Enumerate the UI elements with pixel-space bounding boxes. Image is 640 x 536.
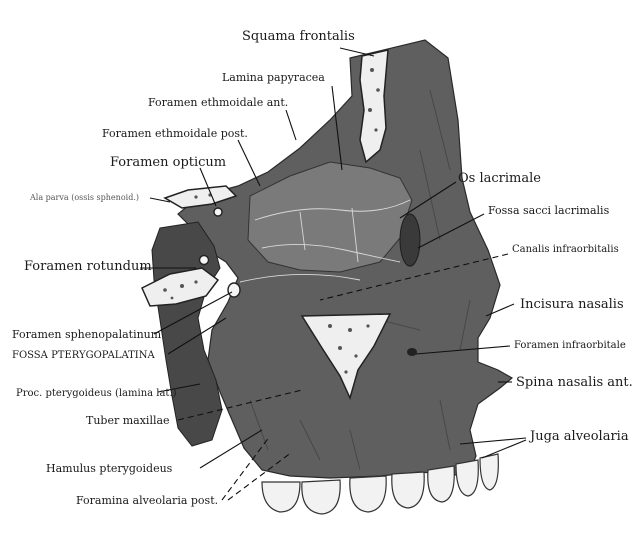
label-foramen-sphenopalatinum: Foramen sphenopalatinum (12, 328, 162, 341)
cut-squama-frontalis (359, 49, 389, 164)
label-hamulus-pterygoideus: Hamulus pterygoideus (46, 462, 173, 475)
label-os-lacrimale: Os lacrimale (458, 171, 541, 186)
cut-ala-parva (163, 185, 238, 209)
label-tuber-maxillae: Tuber maxillae (86, 414, 170, 427)
label-foramen-opticum: Foramen opticum (110, 155, 226, 170)
leader-lines (140, 47, 527, 501)
label-foramen-ethmoidale-ant: Foramen ethmoidale ant. (148, 96, 288, 109)
label-lamina-papyracea: Lamina papyracea (222, 71, 325, 84)
label-foramen-infraorbitale: Foramen infraorbitale (514, 340, 626, 351)
cut-maxilla-triangle (300, 313, 392, 401)
label-foramina-alveolaria-post: Foramina alveolaria post. (76, 494, 218, 507)
label-foramen-rotundum: Foramen rotundum (24, 259, 152, 274)
bone-drawing (141, 39, 514, 515)
lacrimal-fossa (399, 213, 421, 267)
label-fossa-sacci-lacrimalis: Fossa sacci lacrimalis (488, 204, 610, 217)
foramen-infraorbitale-hole (407, 348, 417, 356)
foramen-opticum-hole (213, 207, 223, 217)
label-juga-alveolaria: Juga alveolaria (528, 429, 629, 444)
cut-sphenoid-slab (141, 267, 220, 307)
foramen-rotundum-hole (198, 254, 210, 266)
label-spina-nasalis-ant: Spina nasalis ant. (516, 375, 633, 390)
cut-section-pores (163, 68, 380, 374)
label-canalis-infraorbitalis: Canalis infraorbitalis (512, 244, 619, 255)
label-fossa-pterygopalatina: FOSSA PTERYGOPALATINA (12, 350, 155, 361)
shading (249, 89, 471, 471)
label-squama-frontalis: Squama frontalis (242, 29, 355, 44)
foramen-sphenopalatinum-hole (227, 282, 241, 298)
labels: Squama frontalis Lamina papyracea Forame… (12, 29, 633, 507)
label-proc-pterygoideus: Proc. pterygoideus (lamina lat.) (16, 388, 177, 399)
teeth-row (261, 453, 499, 515)
label-ala-parva: Ala parva (ossis sphenoid.) (29, 193, 139, 202)
suture-lines (239, 199, 411, 283)
label-foramen-ethmoidale-post: Foramen ethmoidale post. (102, 127, 248, 140)
label-incisura-nasalis: Incisura nasalis (520, 297, 624, 312)
